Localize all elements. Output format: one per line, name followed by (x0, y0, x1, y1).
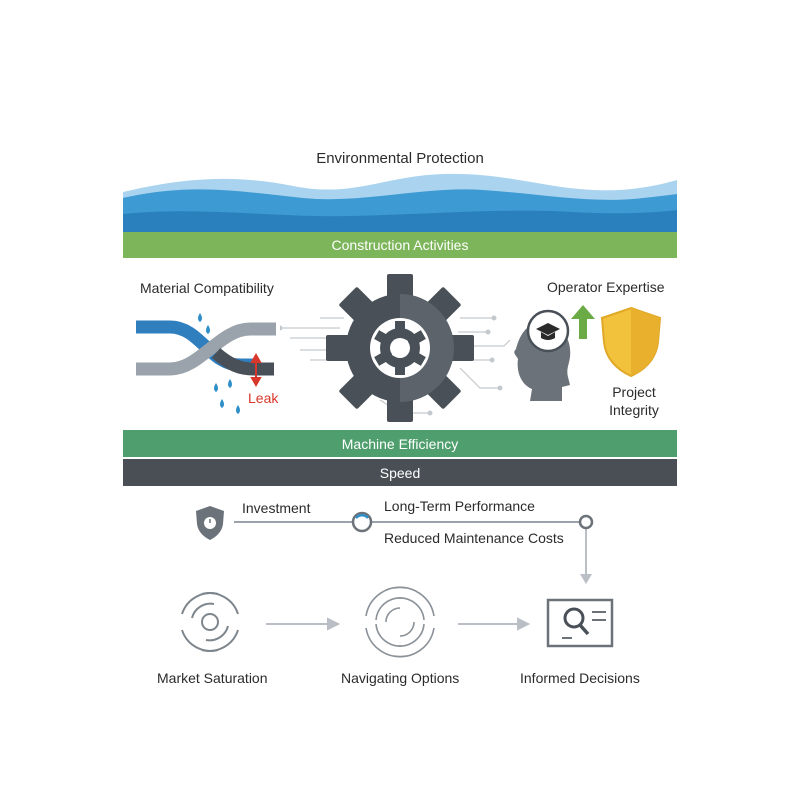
dark-pipe (211, 347, 274, 376)
timeline-node-end (578, 514, 594, 530)
machine-efficiency-band: Machine Efficiency (123, 430, 677, 457)
operator-head-illustration (514, 309, 571, 401)
down-arrow-icon (580, 574, 592, 584)
investment-shield-icon (196, 506, 224, 540)
wrench-icon (392, 340, 408, 356)
diagram-title: Environmental Protection (316, 150, 484, 167)
arrow-right-2 (458, 617, 531, 631)
operator-expertise-label: Operator Expertise (547, 279, 665, 295)
leak-label: Leak (248, 390, 279, 406)
material-compatibility-label: Material Compatibility (140, 280, 274, 296)
investment-label: Investment (242, 500, 311, 516)
speed-label: Speed (379, 464, 421, 481)
investment-timeline (196, 506, 594, 584)
arrow-right-1 (266, 617, 341, 631)
navigating-swirl-icon (365, 586, 435, 658)
construction-activities-label: Construction Activities (331, 237, 469, 253)
gear-icon (326, 274, 474, 422)
up-arrow-icon (571, 305, 595, 339)
wave-front (123, 210, 677, 232)
graduation-cap-icon (536, 323, 560, 340)
project-label-line2: Integrity (609, 402, 659, 418)
machine-gear-illustration (280, 274, 511, 422)
water-droplets (198, 313, 240, 414)
construction-activities-band: Construction Activities (123, 232, 677, 258)
reduced-maintenance-costs-label: Reduced Maintenance Costs (384, 530, 564, 546)
project-integrity-label: Project Integrity (607, 383, 661, 419)
navigating-options-label: Navigating Options (341, 670, 460, 686)
project-label-line1: Project (612, 384, 656, 400)
document-search-icon (546, 598, 614, 648)
informed-decisions-label: Informed Decisions (520, 670, 640, 686)
shield-icon (600, 306, 662, 378)
long-term-performance-label: Long-Term Performance (384, 498, 535, 514)
market-swirl-icon (181, 592, 239, 652)
leaking-pipes-illustration (136, 313, 276, 414)
machine-efficiency-label: Machine Efficiency (341, 435, 459, 452)
water-waves-illustration (123, 173, 677, 232)
speed-band: Speed (123, 459, 677, 486)
market-saturation-label: Market Saturation (157, 670, 268, 686)
decision-flow-diagram (181, 586, 614, 658)
gray-pipe (136, 322, 276, 376)
leak-arrow-icon (250, 352, 262, 388)
